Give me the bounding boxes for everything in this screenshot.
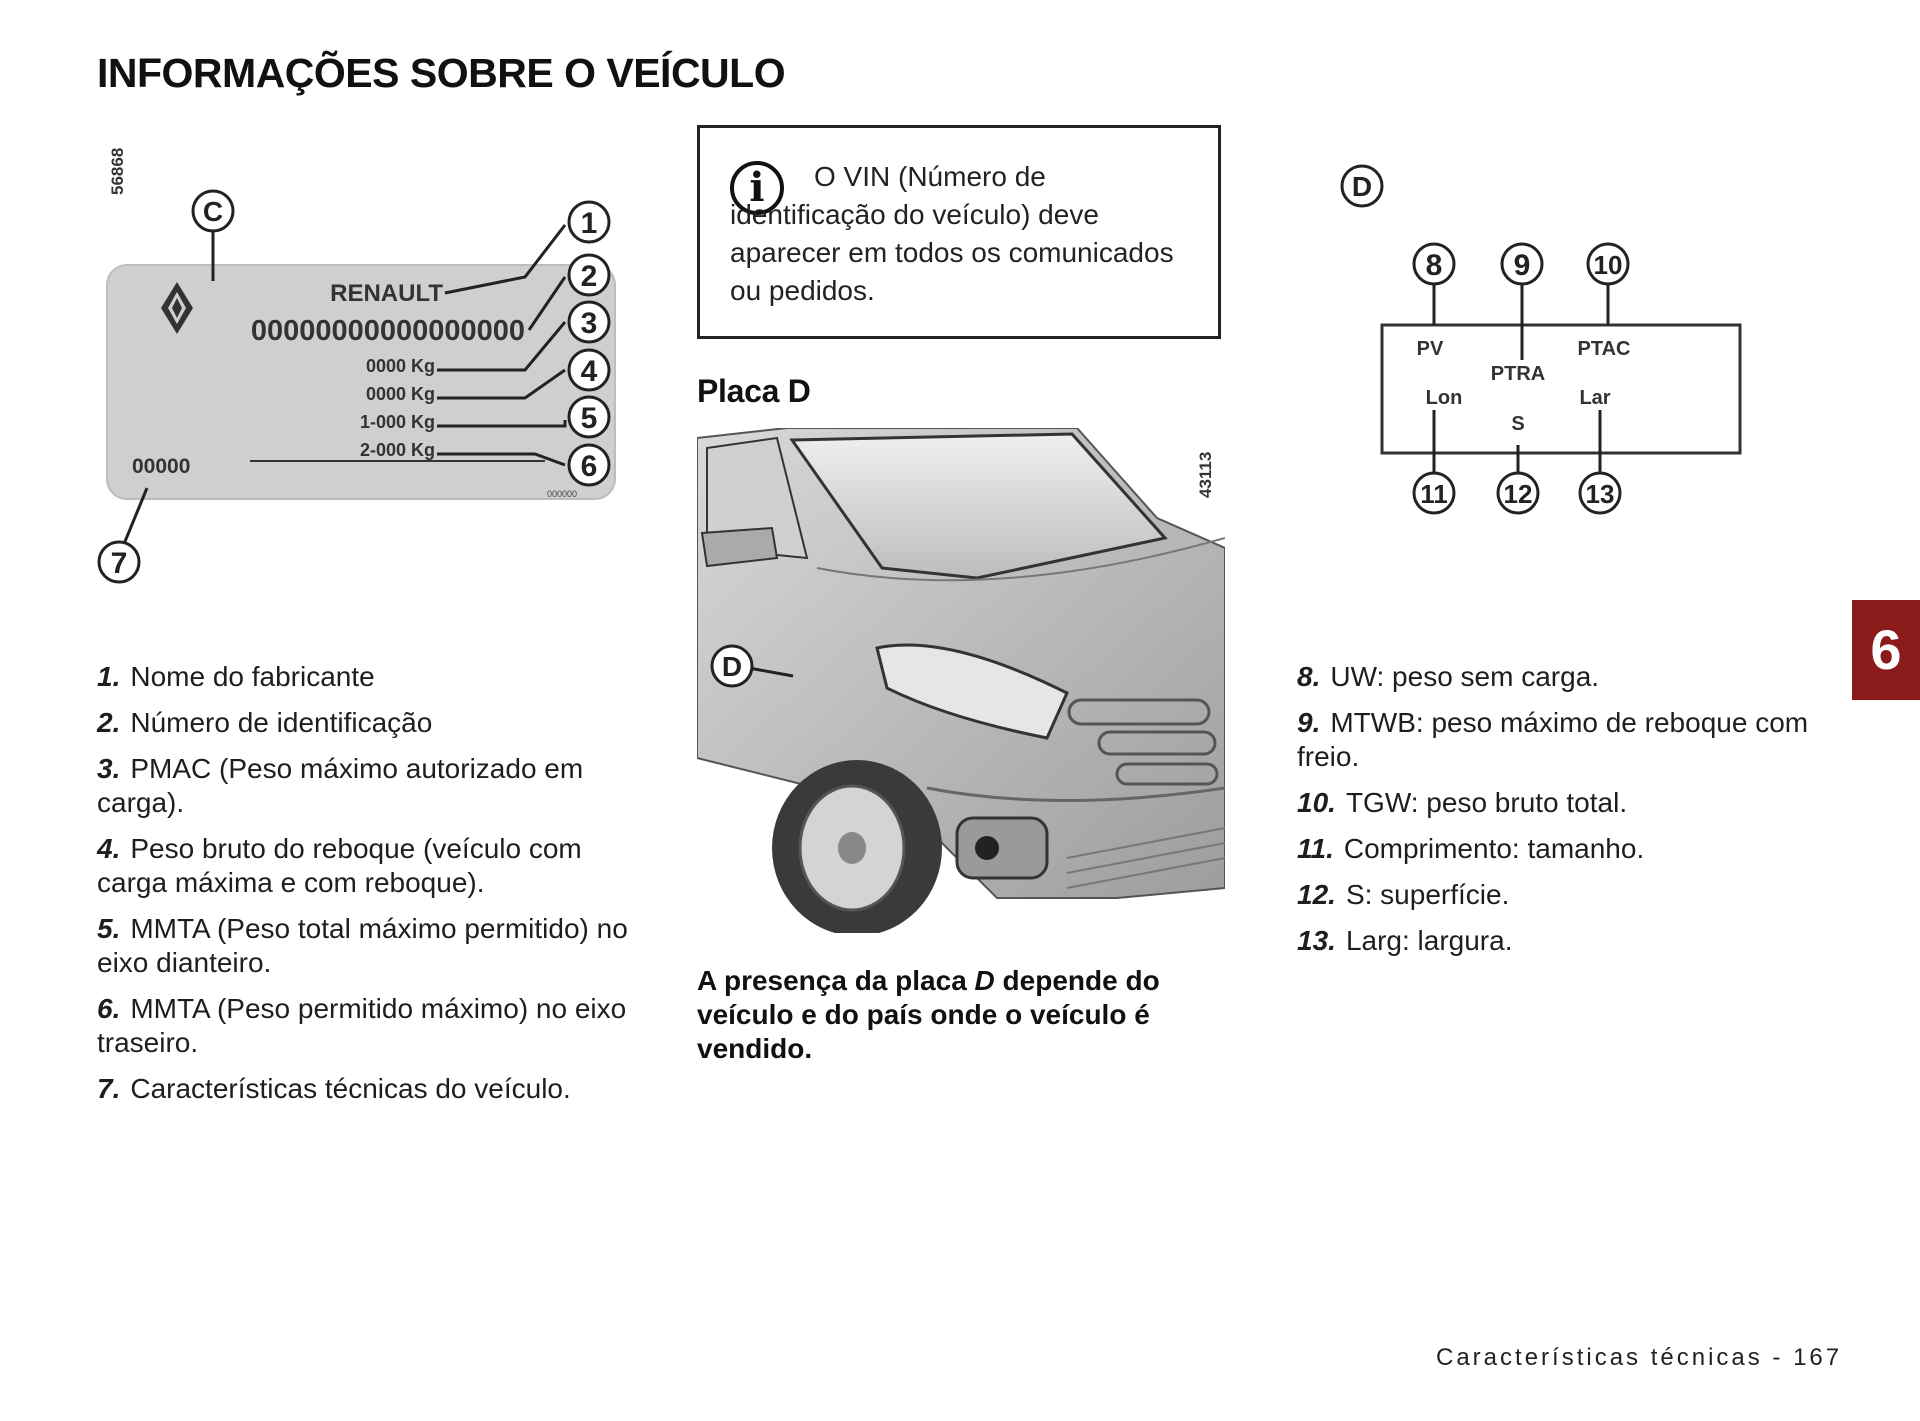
- svg-text:7: 7: [111, 547, 128, 580]
- side-mirror: [700, 526, 779, 568]
- list-item: 3.PMAC (Peso máximo autorizado em carga)…: [97, 753, 584, 818]
- svg-text:8: 8: [1426, 249, 1443, 282]
- callout-5: 5: [567, 395, 611, 439]
- callout-12: 12: [1496, 471, 1540, 515]
- plate-weight-4: 2-000 Kg: [360, 440, 435, 460]
- callout-6: 6: [567, 443, 611, 487]
- list-item: 4.Peso bruto do reboque (veículo com car…: [97, 833, 582, 898]
- list-item: 6.MMTA (Peso permitido máximo) no eixo t…: [97, 993, 627, 1058]
- car-figure: 43113: [697, 428, 1225, 933]
- svg-text:3: 3: [581, 307, 598, 340]
- plate-d-legend-list: 8.UW: peso sem carga. 9.MTWB: peso máxim…: [1297, 660, 1817, 970]
- callout-3: 3: [567, 300, 611, 344]
- placa-d-heading: Placa D: [697, 373, 811, 409]
- list-item: 1.Nome do fabricante: [97, 661, 375, 692]
- svg-text:5: 5: [581, 402, 598, 435]
- fog-light: [955, 816, 1049, 880]
- svg-text:11: 11: [1420, 479, 1448, 509]
- list-item: 9.MTWB: peso máximo de reboque com freio…: [1297, 707, 1809, 772]
- callout-9: 9: [1500, 242, 1544, 286]
- svg-text:12: 12: [1504, 479, 1533, 509]
- car-figure-code: 43113: [1196, 452, 1215, 498]
- callout-4: 4: [567, 348, 611, 392]
- placa-d-note: A presença da placa D depende do veículo…: [697, 965, 1160, 1064]
- list-item: 7.Características técnicas do veículo.: [97, 1073, 571, 1104]
- windshield: [789, 432, 1168, 580]
- list-item: 13.Larg: largura.: [1297, 925, 1513, 956]
- plate-weight-2: 0000 Kg: [366, 384, 435, 404]
- callout-d: [710, 644, 754, 688]
- plate-weight-1: 0000 Kg: [366, 356, 435, 376]
- figure-code: 56868: [108, 148, 127, 195]
- chapter-tab: 6: [1852, 600, 1920, 700]
- plate-small-code: 000000: [547, 489, 577, 499]
- plate-d-diagram: D PV PTRA PTAC Lon S Lar 8 9 10 11 12 13: [1330, 160, 1750, 520]
- plate-legend-list: 1.Nome do fabricante 2.Número de identif…: [97, 660, 637, 1118]
- svg-text:1: 1: [581, 207, 598, 240]
- renault-logo-icon: [161, 282, 193, 334]
- plate-vin: 00000000000000000: [251, 315, 525, 347]
- callout-11: 11: [1412, 471, 1456, 515]
- label-pv: PV: [1417, 338, 1444, 360]
- svg-text:D: D: [1352, 171, 1372, 202]
- list-item: 2.Número de identificação: [97, 707, 433, 738]
- info-icon: i: [730, 161, 784, 215]
- label-ptac: PTAC: [1578, 338, 1631, 360]
- svg-text:2: 2: [581, 260, 598, 293]
- label-s: S: [1511, 413, 1524, 435]
- plate-bottom-code: 00000: [132, 455, 190, 478]
- svg-text:4: 4: [581, 355, 598, 388]
- front-grille: [1067, 698, 1219, 786]
- page-footer: Características técnicas - 167: [1436, 1344, 1843, 1371]
- info-text: O VIN (Número de identificação do veícul…: [730, 161, 1174, 306]
- svg-text:6: 6: [581, 450, 598, 483]
- plate-d-box: [1380, 323, 1742, 455]
- list-item: 12.S: superfície.: [1297, 879, 1510, 910]
- list-item: 11.Comprimento: tamanho.: [1297, 833, 1645, 864]
- front-wheel: [772, 760, 942, 933]
- identification-plate: [106, 264, 616, 500]
- side-window: [706, 436, 809, 560]
- plate-c-figure: 56868 C RENAULT 00000000000000000 0000 K…: [95, 125, 635, 595]
- headlight: [875, 643, 1069, 740]
- callout-d-top: [1340, 164, 1384, 208]
- callout-1: 1: [567, 200, 611, 244]
- label-lon: Lon: [1426, 387, 1463, 409]
- list-item: 5.MMTA (Peso total máximo permitido) no …: [97, 913, 628, 978]
- label-lar: Lar: [1579, 387, 1610, 409]
- callout-13: 13: [1578, 471, 1622, 515]
- label-ptra: PTRA: [1491, 363, 1545, 385]
- list-item: 8.UW: peso sem carga.: [1297, 661, 1600, 692]
- page-title: INFORMAÇÕES SOBRE O VEÍCULO: [97, 50, 786, 96]
- vin-info-box: i O VIN (Número de identificação do veíc…: [697, 125, 1221, 339]
- svg-text:10: 10: [1594, 250, 1623, 280]
- svg-text:13: 13: [1586, 479, 1615, 509]
- list-item: 10.TGW: peso bruto total.: [1297, 787, 1628, 818]
- callout-c-label: C: [203, 196, 223, 227]
- svg-text:9: 9: [1514, 249, 1531, 282]
- callout-8: 8: [1412, 242, 1456, 286]
- plate-brand: RENAULT: [330, 280, 443, 307]
- callout-7: 7: [97, 540, 141, 584]
- callout-10: 10: [1586, 242, 1630, 286]
- plate-weight-3: 1-000 Kg: [360, 412, 435, 432]
- callout-d-label: D: [722, 651, 742, 682]
- callout-2: 2: [567, 253, 611, 297]
